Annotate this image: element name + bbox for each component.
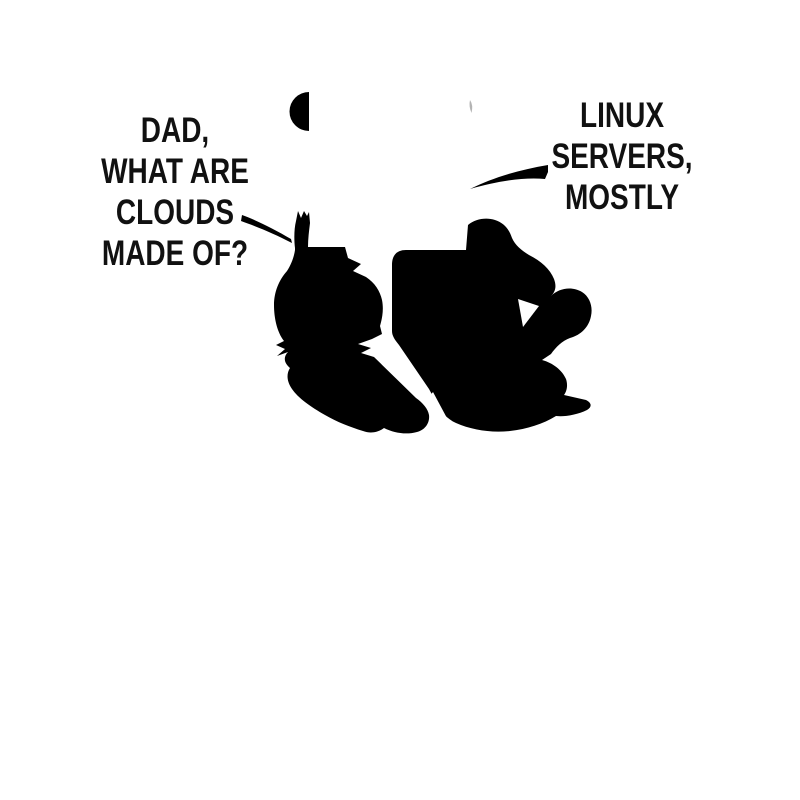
answer-tail-icon [470, 165, 548, 189]
question-line-2: WHAT ARE [101, 152, 249, 191]
question-line-3: CLOUDS [115, 193, 235, 232]
dad-laptop-silhouette [392, 218, 592, 432]
question-tail-icon [241, 215, 292, 243]
child-silhouette [274, 211, 430, 434]
question-line-1: DAD, [140, 111, 210, 150]
leg-gap-cutout [428, 392, 448, 421]
cloud-edge-arc-icon [289, 92, 309, 131]
cloud-edge-sliver-icon [469, 100, 473, 113]
answer-line-2: SERVERS, [551, 137, 693, 176]
answer-line-3: MOSTLY [564, 178, 680, 217]
answer-text: LINUX SERVERS, MOSTLY [526, 95, 718, 218]
question-text: DAD, WHAT ARE CLOUDS MADE OF? [79, 110, 271, 274]
answer-line-1: LINUX [580, 96, 664, 135]
question-line-4: MADE OF? [101, 234, 249, 273]
elbow-gap-cutout [518, 299, 539, 327]
